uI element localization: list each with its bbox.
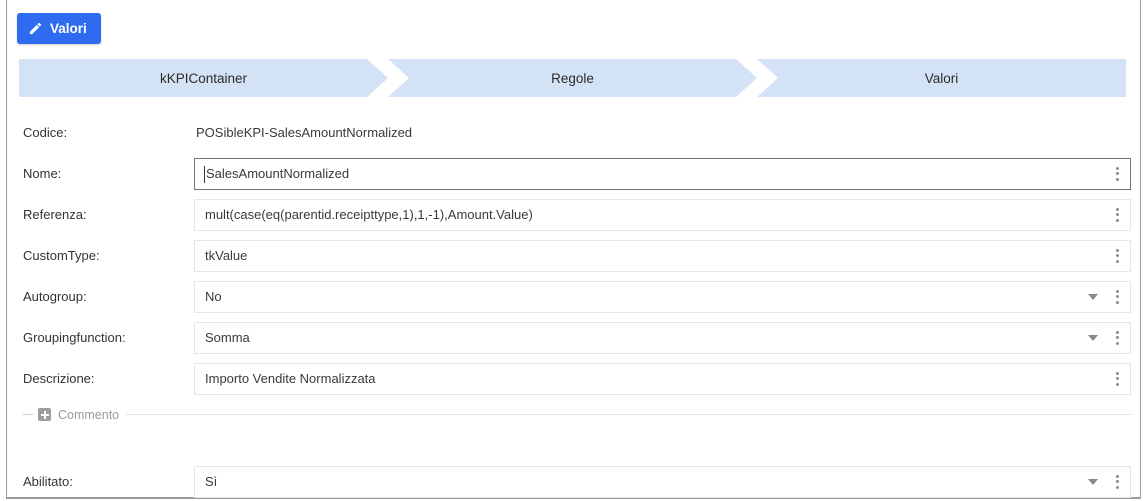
- form-row-descrizione: Descrizione: Importo Vendite Normalizzat…: [19, 358, 1131, 399]
- section-dash: [23, 414, 33, 415]
- valori-edit-button-label: Valori: [50, 20, 87, 36]
- field-label-nome: Nome:: [23, 166, 62, 181]
- commento-section-header[interactable]: Commento: [19, 399, 1131, 430]
- chevron-down-icon[interactable]: [1082, 334, 1104, 341]
- customtype-input-value: tkValue: [205, 248, 248, 263]
- referenza-input[interactable]: mult(case(eq(parentid.receipttype,1),1,-…: [194, 198, 1131, 231]
- breadcrumb-step-label: Valori: [924, 70, 959, 86]
- section-divider: [126, 414, 1131, 415]
- customtype-input[interactable]: tkValue: [194, 239, 1131, 272]
- toolbar: Valori: [17, 13, 101, 44]
- breadcrumb-step-label: kKPIContainer: [159, 70, 248, 86]
- form-row-codice: Codice: POSibleKPI-SalesAmountNormalized: [19, 112, 1131, 153]
- kebab-menu-icon[interactable]: [1104, 207, 1130, 222]
- kebab-menu-icon[interactable]: [1104, 330, 1130, 345]
- form-row-referenza: Referenza: mult(case(eq(parentid.receipt…: [19, 194, 1131, 235]
- kebab-menu-icon[interactable]: [1104, 474, 1130, 489]
- referenza-input-value: mult(case(eq(parentid.receipttype,1),1,-…: [205, 207, 533, 222]
- field-value-codice: POSibleKPI-SalesAmountNormalized: [196, 125, 413, 140]
- nome-input[interactable]: SalesAmountNormalized: [194, 157, 1131, 190]
- valori-edit-button[interactable]: Valori: [17, 13, 101, 44]
- descrizione-input-value: Importo Vendite Normalizzata: [205, 371, 376, 386]
- text-caret: [204, 165, 205, 183]
- nome-input-value: SalesAmountNormalized: [206, 166, 350, 181]
- abilitato-select[interactable]: Sì: [194, 465, 1131, 498]
- frame-border-bottom: [6, 497, 1141, 499]
- autogroup-select[interactable]: No: [194, 280, 1131, 313]
- kebab-menu-icon[interactable]: [1104, 371, 1130, 386]
- autogroup-select-value: No: [205, 289, 222, 304]
- groupingfunction-select[interactable]: Somma: [194, 321, 1131, 354]
- groupingfunction-select-value: Somma: [205, 330, 250, 345]
- kebab-menu-icon[interactable]: [1104, 166, 1130, 181]
- form-row-groupingfunction: Groupingfunction: Somma: [19, 317, 1131, 358]
- field-label-referenza: Referenza:: [23, 207, 87, 222]
- kebab-menu-icon[interactable]: [1104, 248, 1130, 263]
- form-row-autogroup: Autogroup: No: [19, 276, 1131, 317]
- kebab-menu-icon[interactable]: [1104, 289, 1130, 304]
- breadcrumb-step-label: Regole: [551, 70, 594, 86]
- form-row-nome: Nome: SalesAmountNormalized: [19, 153, 1131, 194]
- breadcrumb-step-regole[interactable]: Regole: [388, 59, 757, 97]
- breadcrumb-step-valori[interactable]: Valori: [757, 59, 1126, 97]
- commento-section-title: Commento: [58, 407, 120, 422]
- frame-border-left: [6, 0, 7, 499]
- breadcrumb-step-kkpicontainer[interactable]: kKPIContainer: [19, 59, 388, 97]
- field-label-customtype: CustomType:: [23, 248, 100, 263]
- form-row-abilitato: Abilitato: Sì: [19, 461, 1131, 501]
- field-label-abilitato: Abilitato:: [23, 474, 73, 489]
- field-label-codice: Codice:: [23, 125, 68, 140]
- chevron-down-icon[interactable]: [1082, 293, 1104, 300]
- form-row-customtype: CustomType: tkValue: [19, 235, 1131, 276]
- chevron-down-icon[interactable]: [1082, 478, 1104, 485]
- pencil-icon: [29, 22, 42, 35]
- kpi-form: Codice: POSibleKPI-SalesAmountNormalized…: [19, 112, 1131, 501]
- field-label-descrizione: Descrizione:: [23, 371, 95, 386]
- breadcrumb: kKPIContainer Regole Valori: [19, 59, 1126, 97]
- abilitato-select-value: Sì: [205, 474, 218, 489]
- field-label-autogroup: Autogroup:: [23, 289, 87, 304]
- field-label-groupingfunction: Groupingfunction:: [23, 330, 126, 345]
- plus-expand-icon[interactable]: [38, 408, 51, 421]
- frame-border-right: [1140, 0, 1141, 499]
- section-body-spacer: [19, 430, 1131, 461]
- descrizione-input[interactable]: Importo Vendite Normalizzata: [194, 362, 1131, 395]
